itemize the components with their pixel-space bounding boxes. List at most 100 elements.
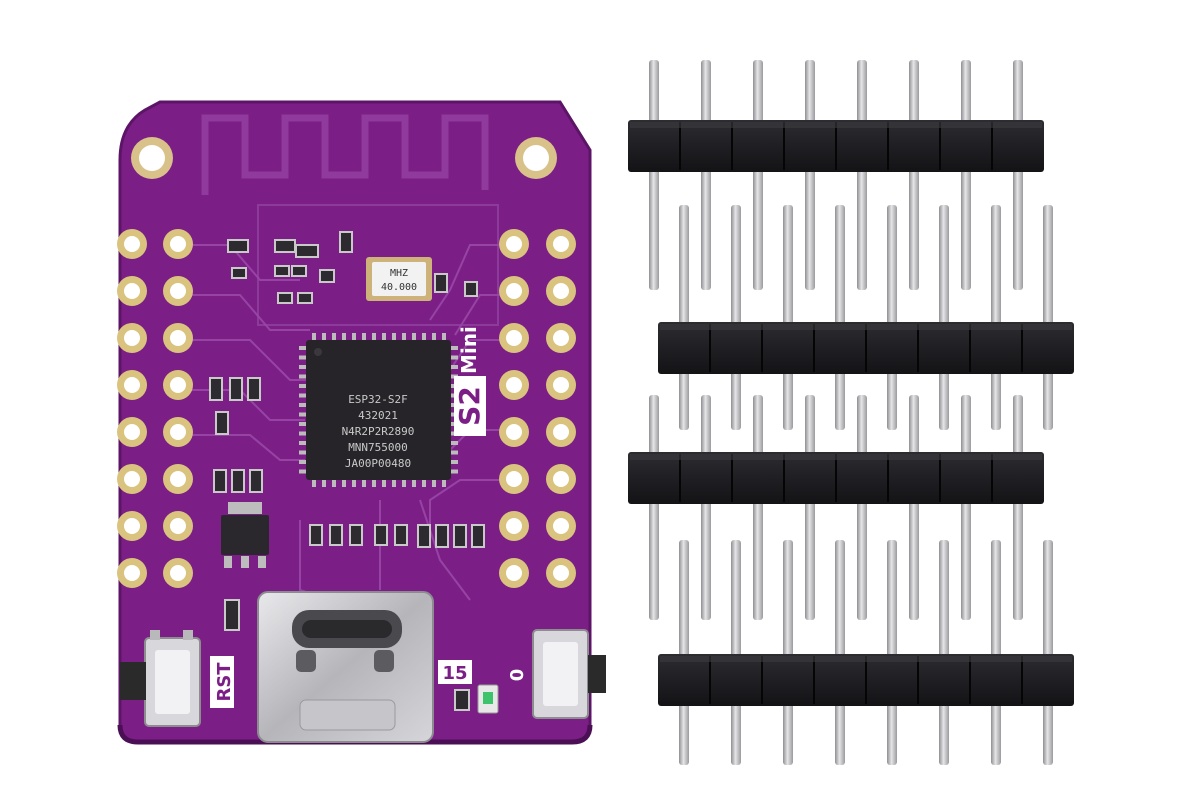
header-pad-hole — [506, 236, 522, 252]
chip-pin — [342, 479, 346, 487]
usb-c-connector — [257, 591, 434, 743]
pin15-label: 15 — [442, 663, 467, 684]
header-pin — [909, 60, 919, 290]
pin-header-strip-4 — [658, 540, 1074, 765]
rf-shield-area — [257, 204, 499, 326]
header-pad-hole — [553, 236, 569, 252]
chip-pin — [432, 333, 436, 341]
smd-component — [319, 269, 335, 283]
header-pin — [805, 395, 815, 620]
header-block-highlight — [660, 656, 1072, 662]
chip-pin — [412, 333, 416, 341]
reset-silkscreen: RST — [210, 656, 235, 708]
chip-marking-line-5: JA00P00480 — [345, 457, 411, 470]
smd-component — [349, 524, 363, 546]
smd-component — [291, 265, 307, 277]
smd-component — [434, 273, 448, 293]
header-pad-hole — [170, 565, 186, 581]
smd-component — [471, 524, 485, 548]
header-pin — [649, 60, 659, 290]
header-pin — [701, 395, 711, 620]
smd-component — [213, 469, 227, 493]
chip-pin — [402, 333, 406, 341]
header-pin — [1013, 60, 1023, 290]
chip-pin — [450, 365, 458, 369]
header-pad-hole — [553, 424, 569, 440]
smd-component — [224, 599, 240, 631]
header-pin — [783, 205, 793, 430]
chip-pin — [422, 333, 426, 341]
chip-pin — [322, 333, 326, 341]
header-pad-hole — [506, 330, 522, 346]
pin-header-strip-2 — [658, 205, 1074, 430]
header-pin — [887, 540, 897, 765]
chip-pin — [312, 479, 316, 487]
chip-pin — [372, 479, 376, 487]
header-pin — [939, 540, 949, 765]
header-pad-hole — [170, 424, 186, 440]
smd-component — [295, 244, 319, 258]
chip-pin — [450, 450, 458, 455]
smd-component — [229, 377, 243, 401]
crystal-oscillator: MHZ 40.000 — [366, 257, 432, 301]
chip-pin — [392, 333, 396, 341]
smd-component — [417, 524, 431, 548]
mounting-hole-left — [131, 137, 173, 179]
pin0-silkscreen: 0 — [507, 669, 528, 682]
smd-component — [227, 239, 249, 253]
left-header-pads — [117, 229, 193, 588]
chip-pin — [372, 333, 376, 341]
header-pad-hole — [170, 283, 186, 299]
chip-pin — [432, 479, 436, 487]
header-pad-hole — [124, 471, 140, 487]
header-pad-hole — [506, 565, 522, 581]
chip-pin — [299, 393, 307, 398]
pin0-label: 0 — [507, 669, 528, 682]
chip-pin — [450, 355, 458, 360]
smd-component — [453, 524, 467, 548]
header-pad-hole — [124, 283, 140, 299]
header-pad-hole — [553, 377, 569, 393]
header-pin — [679, 540, 689, 765]
model-label-s2: S2 — [453, 386, 486, 426]
smd-component — [374, 524, 388, 546]
chip-pin — [352, 479, 356, 487]
chip-pin — [332, 479, 336, 487]
header-block-highlight — [630, 122, 1042, 128]
header-pin — [909, 395, 919, 620]
smd-component — [329, 524, 343, 546]
header-pad-hole — [124, 236, 140, 252]
smd-component — [274, 239, 296, 253]
pin-header-strips — [628, 60, 1074, 765]
chip-pin — [299, 422, 307, 426]
header-pad-hole — [553, 565, 569, 581]
chip-pin — [450, 460, 458, 464]
smd-components — [209, 231, 485, 711]
smd-component — [309, 524, 323, 546]
header-pad-hole — [170, 377, 186, 393]
smd-component — [231, 469, 245, 493]
chip-pin — [412, 479, 416, 487]
header-pin — [1043, 540, 1053, 765]
chip-pin — [322, 479, 326, 487]
mounting-hole-right — [515, 137, 557, 179]
header-block-highlight — [660, 324, 1072, 330]
header-pin — [961, 395, 971, 620]
header-pad-hole — [506, 471, 522, 487]
chip-pin — [362, 479, 366, 487]
chip-pin — [299, 374, 307, 379]
chip-pin — [299, 469, 307, 474]
header-pin — [753, 395, 763, 620]
model-silkscreen: S2 Mini — [453, 326, 486, 436]
header-pin — [857, 60, 867, 290]
header-pad-hole — [506, 518, 522, 534]
smd-component — [435, 524, 449, 548]
header-pad-hole — [124, 424, 140, 440]
header-pad-hole — [553, 283, 569, 299]
chip-pin — [362, 333, 366, 341]
smd-component — [277, 292, 293, 304]
header-pin — [783, 540, 793, 765]
header-pad-hole — [170, 518, 186, 534]
chip-pin — [299, 403, 307, 407]
